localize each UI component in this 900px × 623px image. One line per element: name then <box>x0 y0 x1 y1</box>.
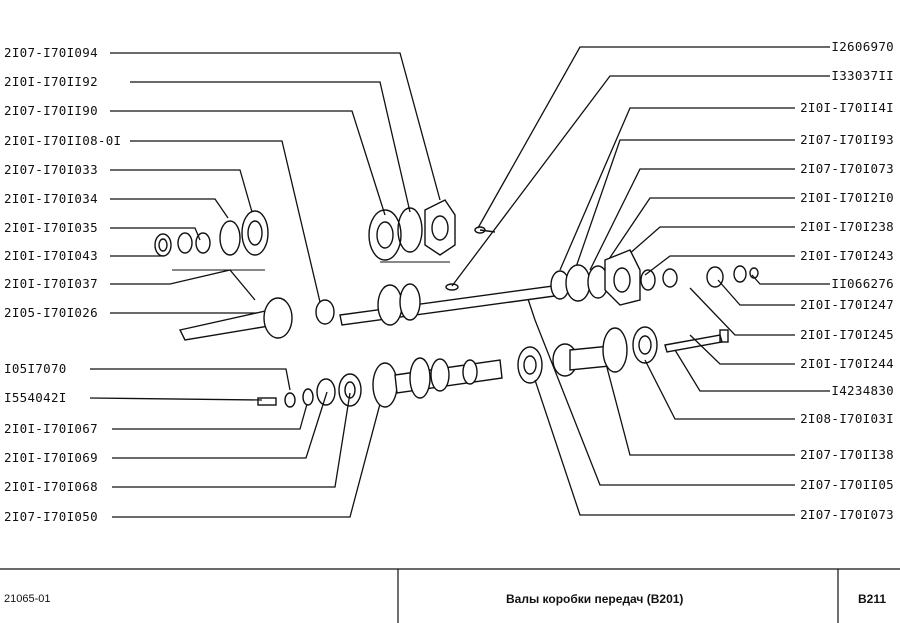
part-label[interactable]: 2I0I-I70I067 <box>4 421 98 436</box>
part-label[interactable]: 2I07-I70I073 <box>800 507 894 522</box>
part-label[interactable]: I05I7070 <box>4 361 67 376</box>
part-label[interactable]: 2I0I-I70II08-0I <box>4 133 122 148</box>
part-label[interactable]: 2I07-I70II93 <box>800 132 894 147</box>
part-label[interactable]: I33037II <box>831 68 894 83</box>
part-label[interactable]: 2I07-I70II38 <box>800 447 894 462</box>
part-label[interactable]: I2606970 <box>831 39 894 54</box>
footer-frame <box>0 568 900 623</box>
part-label[interactable]: 2I0I-I70II4I <box>800 100 894 115</box>
part-label[interactable]: 2I0I-I70I068 <box>4 479 98 494</box>
part-label[interactable]: 2I07-I70I073 <box>800 161 894 176</box>
part-label[interactable]: 2I0I-I70I243 <box>800 248 894 263</box>
leader-lines-left <box>89 52 441 518</box>
part-label[interactable]: 2I0I-I70II92 <box>4 74 98 89</box>
part-label[interactable]: 2I0I-I70I037 <box>4 276 98 291</box>
part-label[interactable]: 2I07-I70I094 <box>4 45 98 60</box>
part-label[interactable]: 2I05-I70I026 <box>4 305 98 320</box>
part-label[interactable]: 2I0I-I70I069 <box>4 450 98 465</box>
part-label[interactable]: I554042I <box>4 390 67 405</box>
part-label[interactable]: 2I08-I70I03I <box>800 411 894 426</box>
part-label[interactable]: 2I07-I70II90 <box>4 103 98 118</box>
part-label[interactable]: 2I0I-I70I034 <box>4 191 98 206</box>
part-label[interactable]: 2I0I-I70I2I0 <box>800 190 894 205</box>
part-label[interactable]: 2I0I-I70I035 <box>4 220 98 235</box>
part-label[interactable]: 2I07-I70I050 <box>4 509 98 524</box>
part-label[interactable]: 2I07-I70II05 <box>800 477 894 492</box>
part-label[interactable]: 2I0I-I70I043 <box>4 248 98 263</box>
part-label[interactable]: 2I0I-I70I238 <box>800 219 894 234</box>
part-label[interactable]: 2I0I-I70I247 <box>800 297 894 312</box>
part-label[interactable]: 2I0I-I70I245 <box>800 327 894 342</box>
part-label[interactable]: 2I0I-I70I244 <box>800 356 894 371</box>
leader-lines-right <box>451 46 830 516</box>
part-label[interactable]: II066276 <box>831 276 894 291</box>
lower-parts <box>257 326 729 408</box>
page-number: B211 <box>858 592 887 606</box>
part-label[interactable]: I4234830 <box>831 383 894 398</box>
upper-parts <box>154 199 759 341</box>
diagram-code: 21065-01 <box>4 593 51 605</box>
part-label[interactable]: 2I07-I70I033 <box>4 162 98 177</box>
diagram-title: Валы коробки передач (B201) <box>506 592 684 606</box>
